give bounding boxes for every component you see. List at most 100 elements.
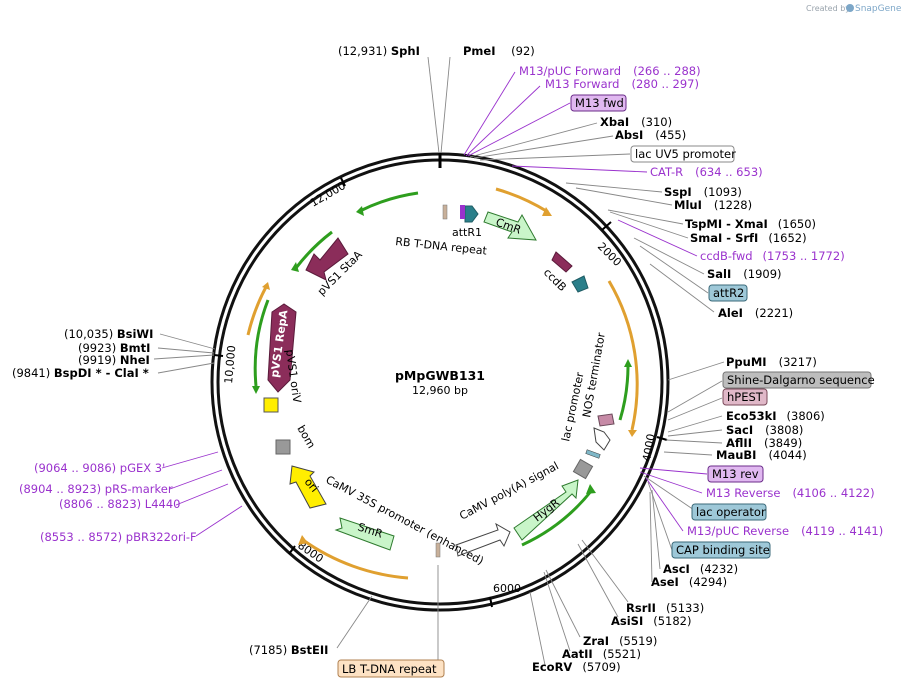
leader-xbai [469, 122, 598, 158]
box-attr2: attR2 [713, 286, 744, 300]
primer-labels: M13/pUC Forward(266 .. 288) M13 Forward(… [19, 64, 883, 544]
leader-asei [649, 491, 653, 583]
site-aatii: AatII(5521) [562, 647, 641, 661]
ori-arrow [289, 465, 327, 509]
site-ppumi: PpuMI(3217) [726, 355, 817, 369]
feature-shapes [263, 204, 615, 558]
site-aflii: AflII(3849) [726, 436, 802, 450]
site-bspdi-clai: (9841) BspDI * - ClaI * [12, 366, 149, 380]
green-arc-right [618, 366, 630, 421]
stab-arrow [305, 237, 349, 281]
leader-aatii [543, 571, 571, 652]
leader-m13puc-rev [645, 477, 684, 532]
site-tspmi-xmai: TspMI - XmaI(1650) [685, 217, 816, 231]
rb-repeat-marker [442, 204, 448, 220]
box-lacuv5: lac UV5 promoter [635, 147, 736, 161]
boxed-labels: M13 fwd lac UV5 promoter attR2 Shine-Dal… [337, 94, 875, 678]
leader-ccdb-fwd [617, 219, 698, 257]
leader-ecorv [529, 591, 546, 666]
leader-pbr322 [195, 505, 243, 537]
leader-pgex [161, 451, 219, 469]
hpest-marker [597, 413, 615, 427]
leader-smai [609, 211, 689, 239]
primer-l4440: (8806 .. 8823) L4440 [59, 497, 180, 511]
site-smai-srfi: SmaI - SrfI(1652) [690, 231, 807, 245]
leader-attr2 [639, 245, 709, 294]
box-hpest-bg [722, 388, 768, 406]
leader-m13-fwd [465, 85, 541, 157]
primer-m13puc-reverse: M13/pUC Reverse(4119 .. 4141) [687, 524, 883, 538]
leader-maubi [663, 451, 713, 456]
site-absi: AbsI(455) [615, 128, 686, 142]
box-shine: Shine-Dalgarno sequence [727, 373, 875, 387]
site-alei: AleI(2221) [718, 306, 793, 320]
box-lacuv5-bg [630, 145, 735, 163]
green-arc-upper-left [359, 191, 419, 213]
leader-lines [153, 56, 725, 666]
lac-promoter-arrow [593, 427, 611, 451]
leader-m13-reverse [639, 471, 703, 494]
primer-m13puc-forward: M13/pUC Forward(266 .. 288) [519, 64, 701, 78]
leader-shine [667, 380, 723, 413]
site-mlui: MluI(1228) [674, 198, 752, 212]
oriv-box [263, 397, 279, 413]
box-m13rev-bg [707, 465, 764, 483]
arrowhead [628, 430, 637, 437]
site-maubi: MauBI(4044) [716, 448, 807, 462]
box-m13fwd-bg [570, 94, 627, 112]
site-bmti: (9923) BmtI [78, 341, 150, 355]
site-eco53ki: Eco53kI(3806) [726, 409, 825, 423]
leader-saci [667, 429, 723, 437]
lb-repeat-marker [435, 542, 441, 558]
leader-asci [651, 489, 661, 570]
site-saci: SacI(3808) [726, 423, 803, 437]
arrowhead [586, 484, 596, 494]
orange-arc-left [246, 286, 268, 336]
ccdb-arrow [551, 251, 573, 273]
plasmid-length: 12,960 bp [412, 384, 468, 397]
site-nhei: (9919) NheI [78, 353, 150, 367]
leader-nhei [153, 354, 215, 360]
site-bsiwi: (10,035) BsiWI [64, 327, 153, 341]
green-arc-left [253, 299, 270, 387]
leader-eco53ki [667, 415, 723, 433]
leader-alei [649, 263, 715, 313]
attr1-arrow [464, 205, 479, 223]
box-lb-repeat-bg [337, 659, 445, 678]
site-asei: AseI(4294) [651, 575, 727, 589]
box-cap: CAP binding site [676, 543, 770, 557]
leader-pmei [440, 56, 451, 154]
leader-m13puc-fwd [463, 71, 516, 156]
tick-2000: 2000 [595, 240, 624, 269]
site-bsteii: (7185) BstEII [249, 643, 328, 657]
snapgene-logo-icon [846, 4, 854, 12]
primer-m13-reverse: M13 Reverse(4106 .. 4122) [706, 486, 875, 500]
site-sspi: SspI(1093) [664, 185, 742, 199]
box-lacop-bg [691, 503, 767, 521]
leader-bsiwi [159, 333, 216, 350]
site-sphi: (12,931) SphI [338, 44, 420, 58]
site-pmei: PmeI (92) [463, 44, 535, 58]
arrowhead [356, 206, 364, 216]
primer-pbr322ori-f: (8553 .. 8572) pBR322ori-F [40, 530, 197, 544]
credit-prefix: Created by [806, 4, 850, 13]
leader-aflii [665, 439, 723, 444]
site-zrai: ZraI(5519) [583, 634, 657, 648]
box-cap-bg [671, 541, 771, 559]
nos-terminator-box [572, 458, 594, 480]
leader-sspi [565, 182, 663, 193]
tick-10000: 10,000 [222, 345, 238, 384]
site-asci: AscI(4232) [663, 562, 738, 576]
leader-hpest [667, 397, 723, 421]
site-labels: (12,931) SphI PmeI (92) XbaI(310) AbsI(4… [12, 44, 825, 674]
box-hpest: hPEST [727, 390, 764, 404]
leader-prs [169, 469, 223, 490]
box-lacop: lac operator [696, 505, 766, 519]
arrowhead [298, 535, 308, 545]
attr2-arrow [571, 275, 589, 293]
arrowhead [252, 386, 260, 394]
arrowhead [624, 359, 632, 367]
primer-m13-forward: M13 Forward(280 .. 297) [545, 77, 699, 91]
site-xbai: XbaI(310) [600, 115, 672, 129]
orange-arc-smr [302, 538, 409, 580]
